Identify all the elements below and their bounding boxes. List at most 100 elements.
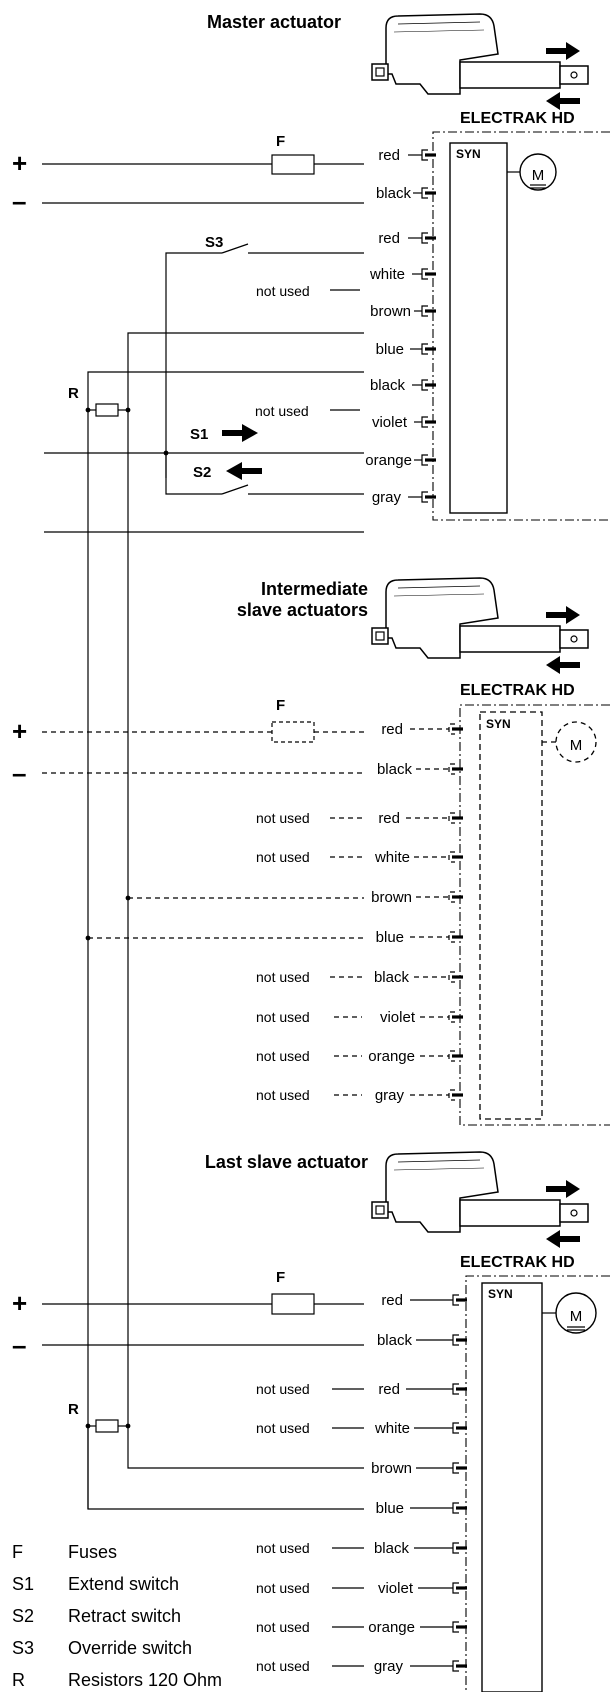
last-fuse-symbol [271,1293,315,1315]
intermediate-product-label: ELECTRAK HD [460,682,575,699]
intermediate-wire-7-label: black [374,969,410,986]
intermediate-section: Intermediate slave actuators ELECTRAK HD… [12,577,610,1126]
legend-code-s3: S3 [12,1638,34,1658]
legend-code-s1: S1 [12,1574,34,1594]
master-wire-7-label: black [370,377,406,394]
master-minus-sign: – [12,186,26,216]
legend-text-f: Fuses [68,1542,117,1562]
last-wire-7-label: black [374,1540,410,1557]
last-notused-white: not used [256,1420,310,1436]
intermediate-wire-5-label: brown [371,889,412,906]
last-motor-label: M [570,1308,583,1325]
intermediate-title-line1: Intermediate [261,579,368,599]
last-notused-orange: not used [256,1619,310,1635]
legend-code-r: R [12,1670,25,1690]
master-wire-10-label: gray [372,489,402,506]
legend-code-f: F [12,1542,23,1562]
last-notused-black: not used [256,1540,310,1556]
intermediate-syn-block [479,711,543,1120]
last-minus-sign: – [12,1330,26,1360]
last-wire-5-label: brown [371,1460,412,1477]
last-wire-10-label: gray [374,1658,404,1675]
intermediate-syn-label: SYN [486,717,511,731]
intermediate-notused-white: not used [256,849,310,865]
master-s2-label: S2 [193,464,211,481]
last-wire-3-label: red [378,1381,400,1398]
last-title: Last slave actuator [205,1152,368,1172]
master-fuse-symbol [271,154,315,175]
intermediate-enclosure [459,704,610,1126]
last-actuator-icon [371,1151,589,1249]
legend-text-s1: Extend switch [68,1574,179,1594]
master-pins [425,153,436,499]
last-wire-1-label: red [381,1292,403,1309]
master-wire-3-label: red [378,230,400,247]
master-syn-block [449,142,508,514]
master-wire-6-label: blue [376,341,404,358]
last-fuse-label: F [276,1269,285,1286]
intermediate-wire-3-label: red [378,810,400,827]
last-notused-gray: not used [256,1658,310,1674]
last-plus-sign: + [12,1288,27,1318]
intermediate-wire-4-label: white [374,849,410,866]
master-motor-label: M [532,167,545,184]
intermediate-minus-sign: – [12,758,26,788]
master-section: Master actuator ELECTRAK HD SYN M [12,12,610,1509]
intermediate-wire-1-label: red [381,721,403,738]
intermediate-pins [452,727,463,1097]
intermediate-wire-2-label: black [377,761,413,778]
legend-code-s2: S2 [12,1606,34,1626]
last-pins [456,1298,467,1668]
intermediate-wire-8-label: violet [380,1009,416,1026]
last-syn-label: SYN [488,1287,513,1301]
last-resistor-symbol [95,1419,119,1433]
intermediate-notused-red: not used [256,810,310,826]
last-notused-violet: not used [256,1580,310,1596]
last-syn-block [481,1282,543,1692]
master-enclosure [432,131,610,521]
master-wire-5-label: brown [370,303,411,320]
legend-text-s3: Override switch [68,1638,192,1658]
last-motor-icon [555,1292,597,1334]
intermediate-fuse-label: F [276,697,285,714]
master-fuse-label: F [276,133,285,150]
retract-arrow-icon [226,462,262,480]
last-pin-hooks [452,1294,459,1672]
master-wire-8-label: violet [372,414,408,431]
legend-text-r: Resistors 120 Ohm [68,1670,222,1690]
intermediate-title-line2: slave actuators [237,600,368,620]
legend-text-s2: Retract switch [68,1606,181,1626]
last-wire-8-label: violet [378,1580,414,1597]
intermediate-motor-icon [555,721,597,763]
last-wire-4-label: white [374,1420,410,1437]
last-product-label: ELECTRAK HD [460,1254,575,1271]
last-wire-2-label: black [377,1332,413,1349]
master-wire-1-label: red [378,147,400,164]
master-notused-white: not used [256,283,310,299]
master-resistor-symbol [95,403,119,417]
intermediate-plus-sign: + [12,716,27,746]
master-wire-9-label: orange [365,452,412,469]
extend-arrow-icon [222,424,258,442]
intermediate-notused-black: not used [256,969,310,985]
intermediate-notused-orange: not used [256,1048,310,1064]
last-section: Last slave actuator ELECTRAK HD SYN M [12,1151,610,1692]
last-wire-6-label: blue [376,1500,404,1517]
master-notused-black: not used [255,403,309,419]
last-r-label: R [68,1401,79,1418]
master-actuator-icon [371,13,589,111]
master-s1-label: S1 [190,426,208,443]
intermediate-wire-9-label: orange [368,1048,415,1065]
intermediate-wire-6-label: blue [376,929,404,946]
master-wire-4-label: white [369,266,405,283]
master-product-label: ELECTRAK HD [460,110,575,127]
last-wire-9-label: orange [368,1619,415,1636]
master-wire-2-label: black [376,185,412,202]
master-motor-icon [519,153,557,191]
intermediate-motor-label: M [570,737,583,754]
intermediate-notused-gray: not used [256,1087,310,1103]
intermediate-wire-10-label: gray [375,1087,405,1104]
master-s3-label: S3 [205,234,223,251]
last-enclosure [465,1275,610,1692]
